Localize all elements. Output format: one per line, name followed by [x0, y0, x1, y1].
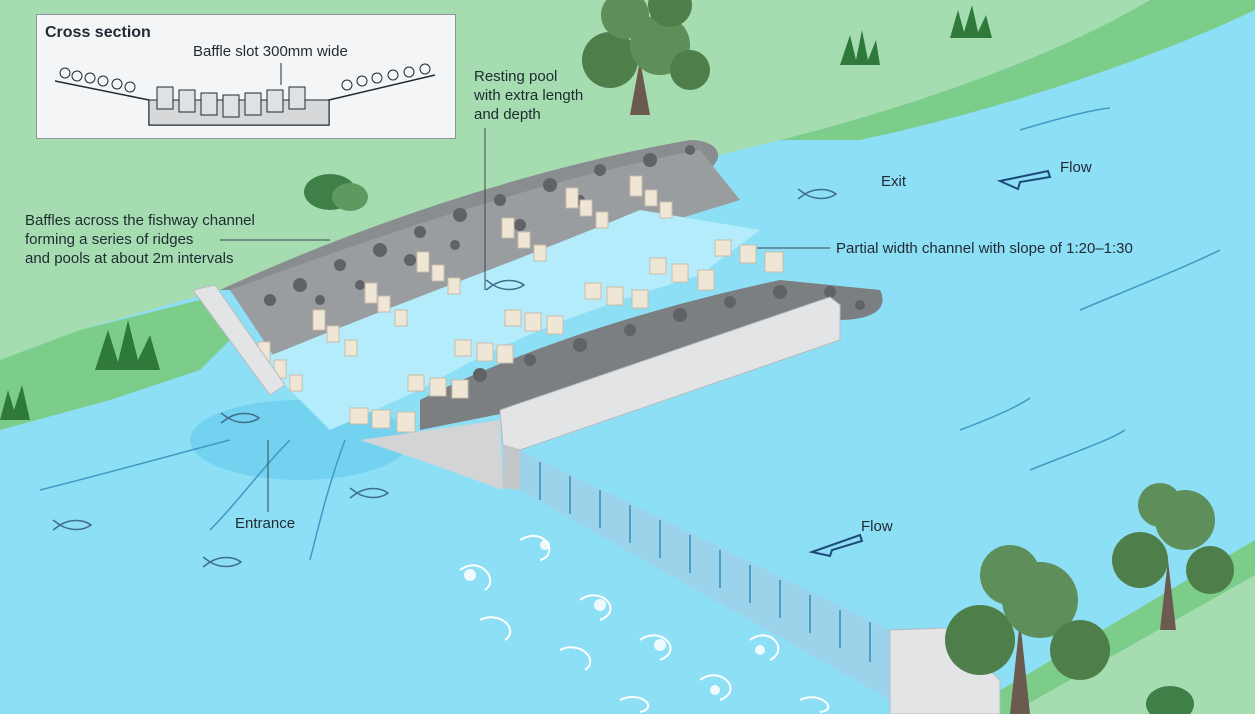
resting-pool-line-2: with extra length — [474, 87, 584, 104]
baffle-slot-label: Baffle slot 300mm wide — [193, 43, 348, 60]
weir-spillway — [520, 450, 890, 700]
baffle-blocks — [257, 175, 784, 433]
cross-section-drawing — [54, 63, 436, 126]
resting-pool-line-1: Resting pool — [474, 68, 558, 85]
baffles-line-1: Baffles across the fishway channel — [25, 212, 255, 229]
tree-lower-left — [945, 545, 1110, 714]
flow-label-top: Flow — [1060, 159, 1092, 176]
bushes — [304, 174, 1194, 714]
tree-top — [582, 0, 710, 115]
cross-section-inset: Cross section Baffle slot 300mm wide — [36, 14, 456, 139]
resting-pool-label: Resting pool with extra length and depth — [474, 67, 583, 124]
exit-label: Exit — [881, 173, 907, 190]
entrance-label: Entrance — [235, 515, 296, 532]
spillway-streaks — [539, 462, 871, 662]
turbulence-swirls — [459, 534, 830, 713]
rock-texture — [264, 145, 865, 396]
baffles-label: Baffles across the fishway channel formi… — [25, 211, 255, 268]
partial-channel-label: Partial width channel with slope of 1:20… — [836, 240, 1133, 257]
flow-arrow-bottom — [808, 533, 864, 558]
baffles-line-3: and pools at about 2m intervals — [25, 250, 234, 267]
upper-bank-edge — [780, 0, 1255, 140]
label-leader-lines — [220, 128, 830, 512]
tree-lower-right — [1112, 483, 1234, 630]
grass-tufts — [0, 5, 992, 420]
flow-arrow-top — [996, 169, 1052, 191]
lower-rock-wall — [420, 280, 883, 430]
river-current-lines — [39, 107, 1221, 561]
entrance-wall — [192, 284, 286, 396]
cross-section-title: Cross section — [45, 24, 151, 41]
baffles-line-2: forming a series of ridges — [25, 231, 194, 248]
resting-pool-line-3: and depth — [474, 106, 541, 123]
lower-right-bank-inner — [1010, 575, 1255, 714]
foam-bubbles — [464, 540, 765, 695]
weir-wing-wall — [360, 420, 503, 490]
weir-right-abutment — [889, 627, 1001, 714]
fish-icons — [52, 188, 838, 568]
weir-end-face — [503, 445, 520, 490]
flow-label-bottom: Flow — [861, 518, 893, 535]
